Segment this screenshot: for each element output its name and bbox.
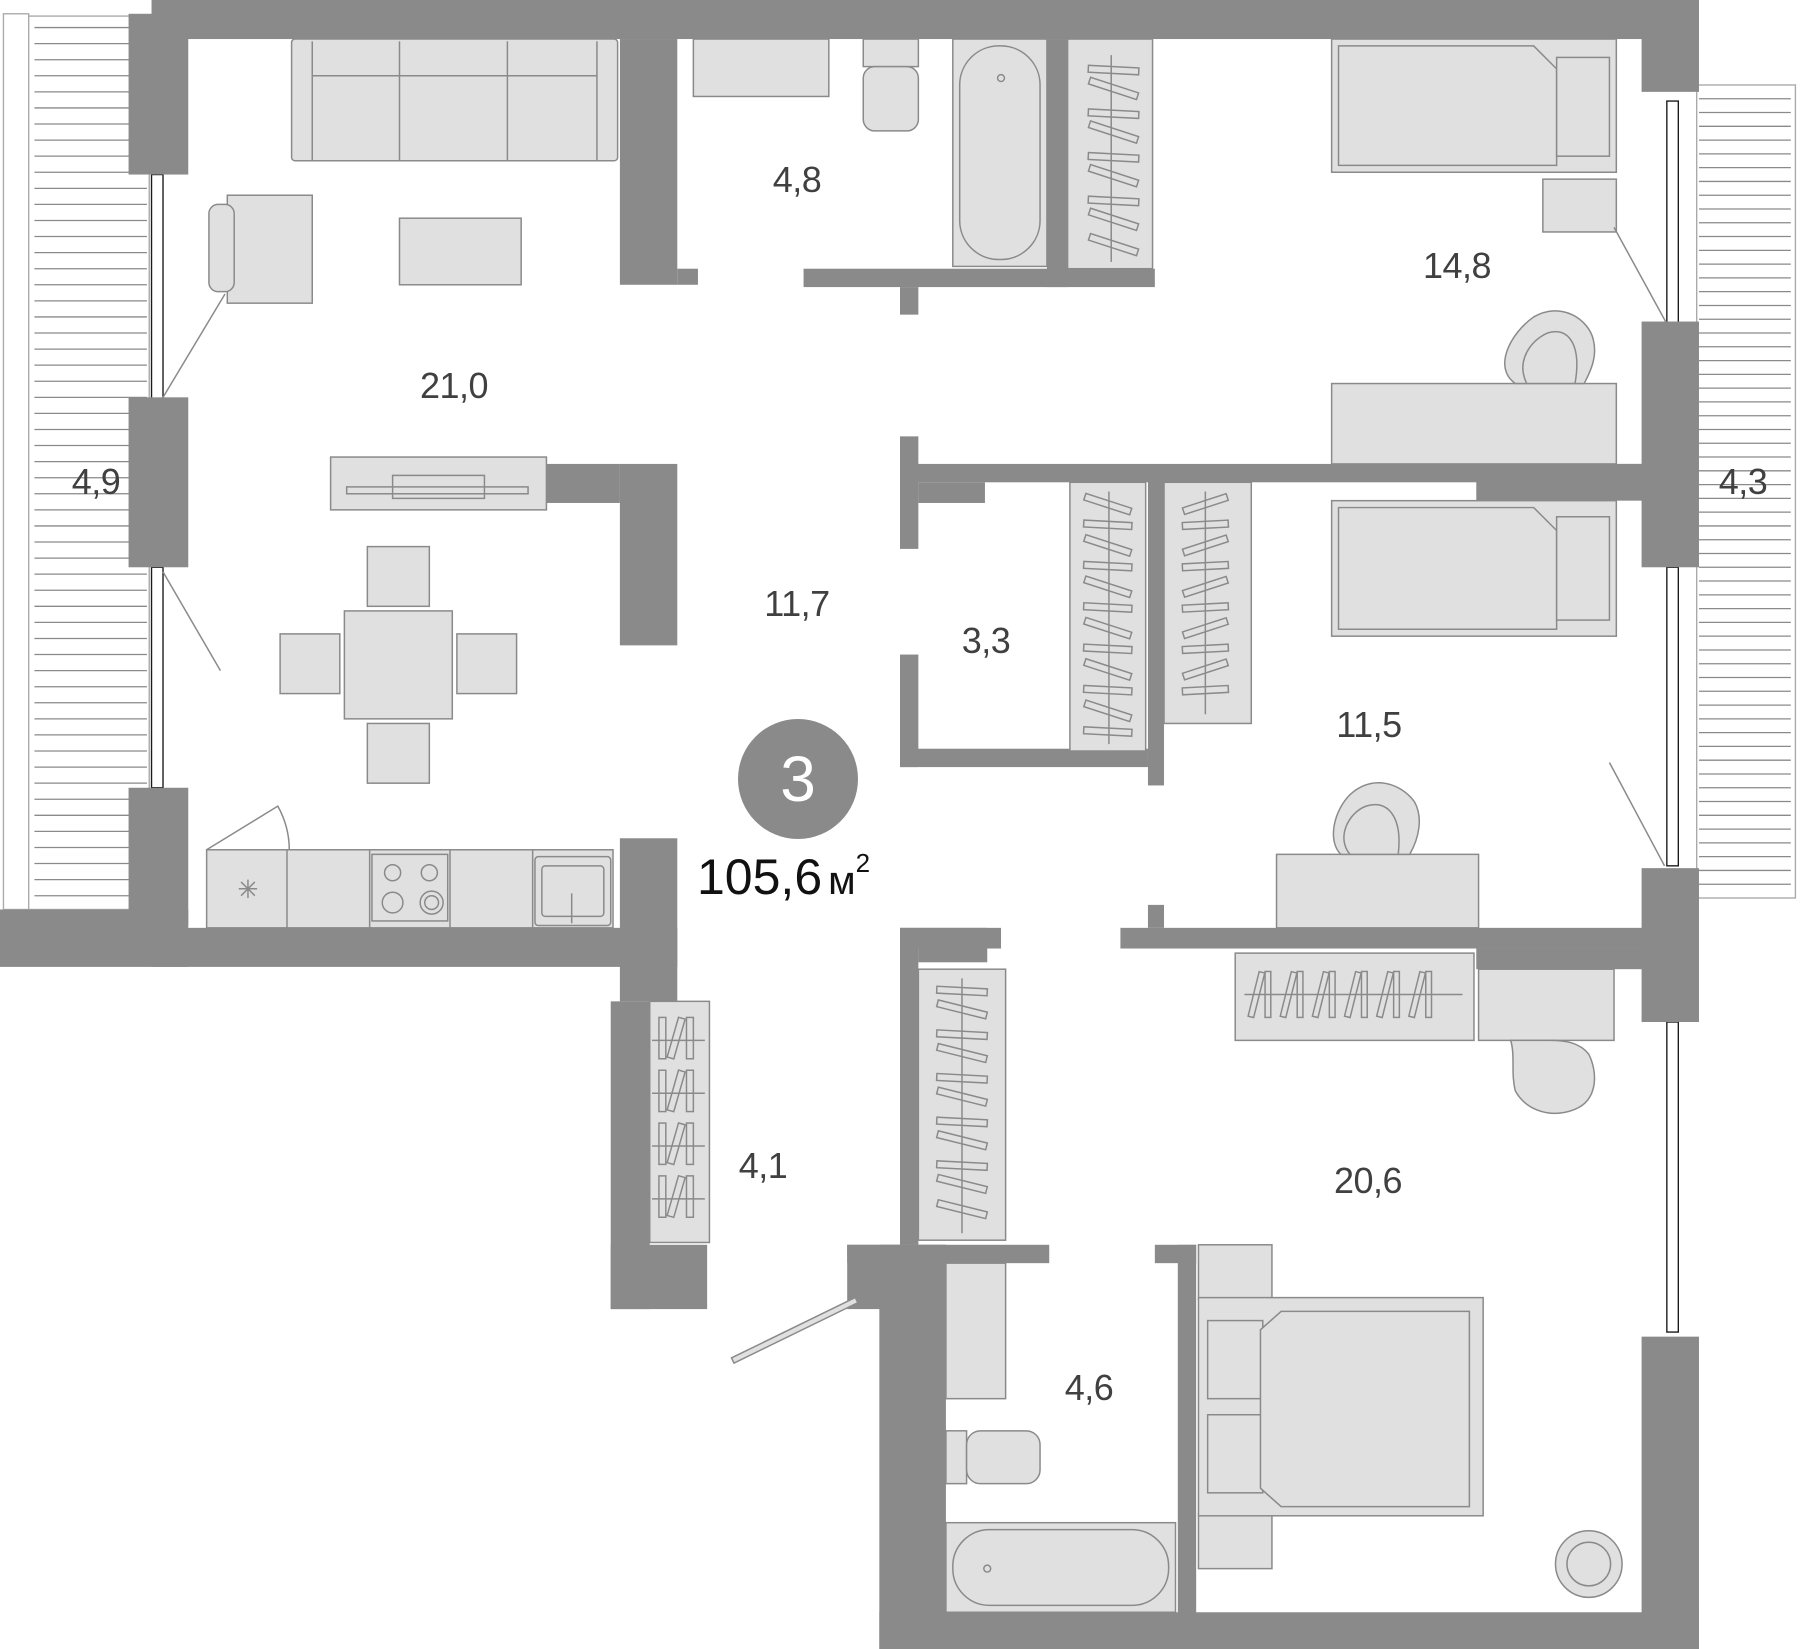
single-bed-top: [1330, 38, 1618, 173]
total-area-unit-power: 2: [855, 848, 871, 878]
kitchen-counter: [205, 805, 614, 929]
room-area-bathroom-bottom: 4,6: [1064, 1367, 1114, 1408]
desk-middle: [1275, 782, 1480, 929]
total-area-value: 105,6: [697, 849, 823, 905]
window-swing-line: [162, 571, 222, 671]
total-area-unit: м: [828, 859, 856, 903]
desk-master: [1477, 968, 1615, 1114]
wardrobe-top: [1066, 38, 1154, 270]
toilet-top: [862, 38, 920, 132]
toilet-bottom: [945, 1430, 1041, 1485]
bathtub-bottom: [945, 1521, 1177, 1613]
desk-top: [1330, 310, 1618, 465]
window-swing-line: [1608, 762, 1666, 867]
room-area-bathroom-top: 4,8: [772, 159, 822, 200]
nightstand: [1542, 178, 1618, 233]
room-area-hallway: 11,7: [764, 583, 830, 624]
room-count-badge: 3: [738, 719, 858, 839]
armchair: [208, 194, 313, 304]
single-bed-middle: [1330, 499, 1618, 637]
room-area-master-bedroom: 20,6: [1333, 1160, 1403, 1201]
washing-machine-bottom: [945, 1262, 1007, 1400]
room-area-balcony-left: 4,9: [71, 461, 121, 502]
walls: [0, 0, 1699, 1649]
wardrobe-closet-left: [1069, 481, 1147, 752]
entrance-door[interactable]: [730, 1296, 859, 1365]
right-balcony: [1695, 84, 1797, 899]
room-area-living-kitchen: 21,0: [419, 365, 489, 406]
window-swing-line: [1613, 227, 1668, 325]
window-swing-line: [162, 293, 226, 398]
plant-pot: [1554, 1529, 1623, 1599]
room-area-wardrobe: 3,3: [961, 620, 1011, 661]
wardrobe-master: [1234, 952, 1475, 1042]
wardrobe-closet-right: [1163, 481, 1253, 725]
dining-set: [279, 545, 518, 784]
coffee-table: [398, 217, 522, 286]
double-bed: [1197, 1244, 1484, 1570]
washing-machine: [692, 38, 830, 98]
room-area-entrance: 4,1: [738, 1145, 788, 1186]
entrance-closet: [648, 1000, 711, 1244]
room-area-bedroom-top-right: 14,8: [1422, 245, 1492, 286]
room-count: 3: [780, 743, 816, 815]
room-area-bedroom-middle-right: 11,5: [1336, 704, 1402, 745]
sofa: [290, 38, 619, 162]
tv-stand: [329, 456, 548, 511]
room-area-balcony-right: 4,3: [1718, 461, 1768, 502]
bathtub-top: [952, 38, 1048, 268]
hall-closet: [917, 968, 1007, 1241]
